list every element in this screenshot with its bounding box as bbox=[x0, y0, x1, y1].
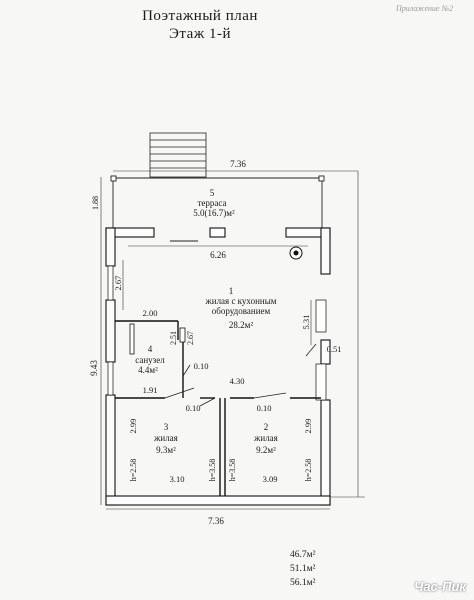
dim-room2-width: 3.09 bbox=[263, 474, 278, 484]
dim-left-upper: 2.67 bbox=[113, 276, 123, 291]
dim-bath-inner-b: 2.67 bbox=[186, 331, 195, 345]
total-area-3: 56.1м² bbox=[290, 578, 316, 588]
bath-area: 4.4м² bbox=[138, 365, 158, 375]
dim-bath-gap: 0.10 bbox=[194, 361, 209, 371]
dim-h-left: h=2.58 bbox=[129, 459, 138, 482]
dim-bottom-width: 7.36 bbox=[208, 516, 224, 526]
total-area-2: 51.1м² bbox=[290, 564, 316, 574]
room3-number: 3 bbox=[164, 422, 169, 432]
room3-name: жилая bbox=[153, 433, 178, 443]
plan-title: Поэтажный план bbox=[142, 8, 258, 24]
dim-inner-width: 6.26 bbox=[210, 250, 226, 260]
dim-top-width: 7.36 bbox=[230, 159, 246, 169]
living-name-line2: оборудованием bbox=[212, 306, 271, 316]
dim-right-upper: 5.31 bbox=[301, 315, 311, 330]
dim-corridor-width: 4.30 bbox=[230, 376, 245, 386]
living-area: 28.2м² bbox=[229, 320, 253, 330]
area-totals: 46.7м² 51.1м² 56.1м² bbox=[290, 548, 316, 590]
floor-title: Этаж 1-й bbox=[169, 26, 231, 42]
total-area-1: 46.7м² bbox=[290, 550, 316, 560]
dim-h-mid-right: h=3.58 bbox=[228, 459, 237, 482]
room2-name: жилая bbox=[253, 433, 278, 443]
bath-number: 4 bbox=[148, 344, 153, 354]
dim-bath-width2: 1.91 bbox=[143, 385, 158, 395]
room2-area: 9.2м² bbox=[256, 445, 276, 455]
dim-h-mid-left: h=3.58 bbox=[208, 459, 217, 482]
dim-bath-width: 2.00 bbox=[143, 308, 158, 318]
interior-walls bbox=[115, 320, 321, 496]
dim-h-right: h=2.58 bbox=[304, 459, 313, 482]
terrace-area: 5.0(16.7)м² bbox=[193, 208, 235, 218]
dim-terrace-depth: 1.88 bbox=[91, 196, 100, 210]
room3-area: 9.3м² bbox=[156, 445, 176, 455]
terrace-name: терраса bbox=[197, 198, 226, 208]
appendix-label: Приложение №2 bbox=[396, 4, 454, 13]
room2-number: 2 bbox=[264, 422, 269, 432]
watermark-logo: Час-Пик bbox=[414, 579, 466, 594]
stove-icon bbox=[289, 246, 303, 260]
living-number: 1 bbox=[229, 286, 234, 296]
stairs bbox=[149, 132, 207, 178]
dim-bath-inner-a: 2.51 bbox=[169, 331, 178, 345]
bath-name: санузел bbox=[135, 355, 165, 365]
dim-right-lower: 2.99 bbox=[303, 419, 313, 434]
dim-gap-left: 0.10 bbox=[186, 403, 201, 413]
dim-gap-right: 0.10 bbox=[257, 403, 272, 413]
dim-total-depth: 9.43 bbox=[89, 360, 99, 376]
living-name-line1: жилая с кухонным bbox=[205, 296, 277, 306]
dim-left-lower: 2.99 bbox=[128, 419, 138, 434]
dim-right-gap: 0.51 bbox=[327, 344, 342, 354]
outer-walls bbox=[105, 227, 331, 506]
terrace-number: 5 bbox=[210, 188, 215, 198]
dimension-lines bbox=[100, 170, 365, 510]
terrace-outline bbox=[110, 175, 325, 242]
windows bbox=[107, 265, 327, 401]
door-swings bbox=[164, 343, 317, 407]
dim-room3-width: 3.10 bbox=[170, 474, 185, 484]
